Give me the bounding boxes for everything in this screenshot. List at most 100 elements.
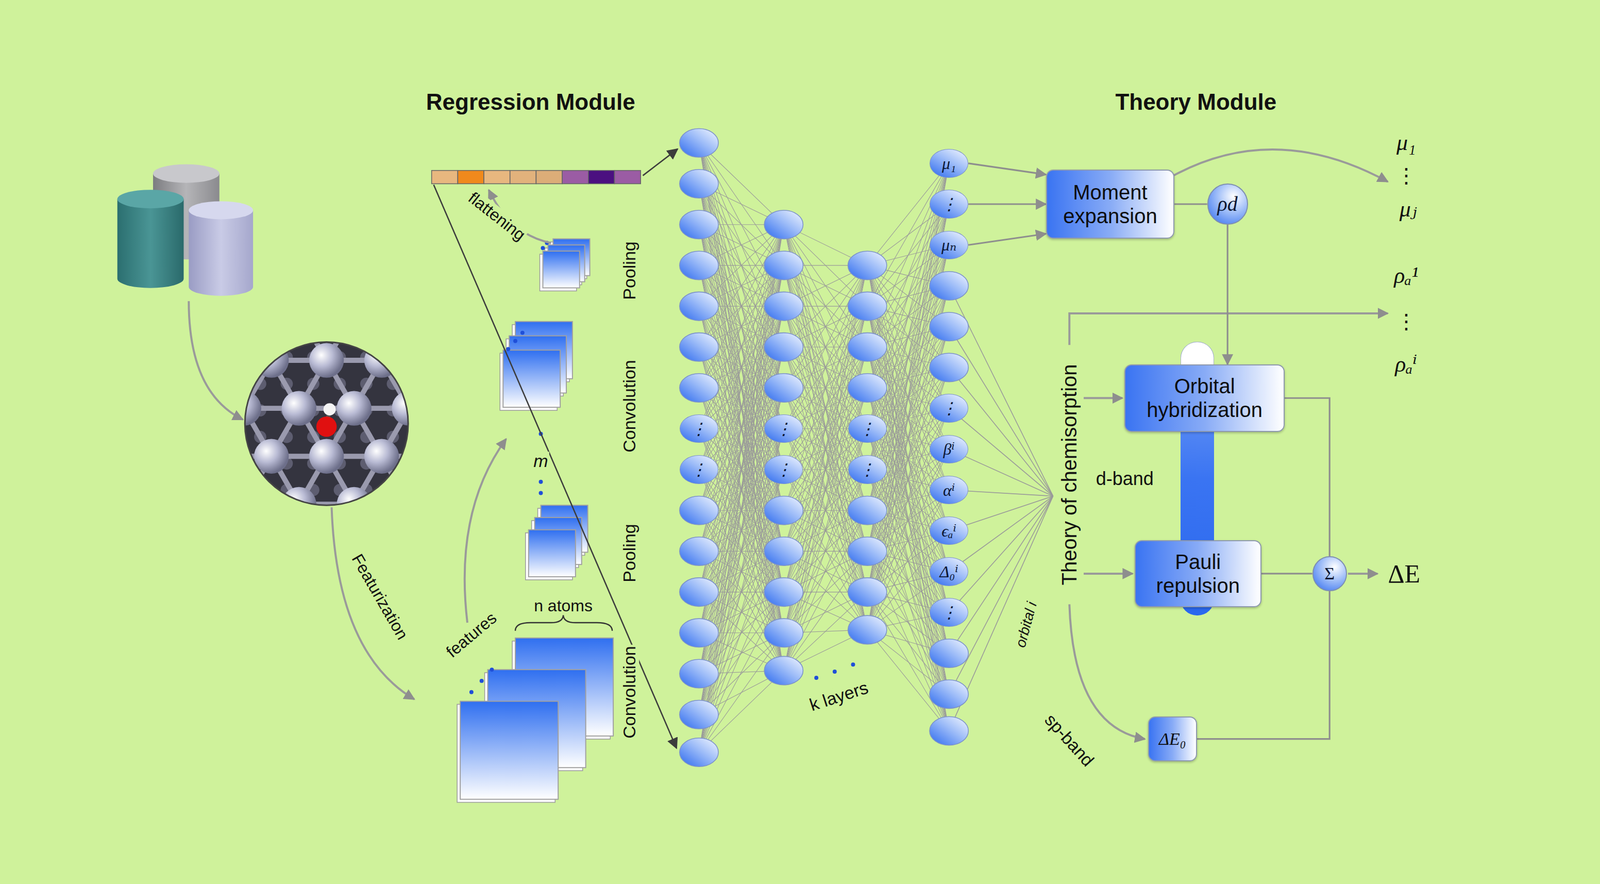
bond-stick [436, 264, 465, 313]
cylinder-body [117, 198, 184, 288]
subsurface-atom [227, 536, 241, 550]
surface-atom [116, 486, 151, 522]
node-text: ρd [1217, 193, 1238, 215]
output-ellipsis: ⋮ [1394, 164, 1418, 188]
bond-stick [409, 501, 465, 507]
bond-stick [133, 360, 161, 409]
node-text: ⋮ [859, 461, 876, 478]
subsurface-atom [386, 536, 400, 550]
subsurface-atom [439, 483, 452, 497]
connector [1226, 224, 1229, 365]
weight-line [783, 306, 868, 671]
neuron [764, 495, 803, 525]
node-text: ϵₐⁱ [941, 522, 957, 540]
node-text: αⁱ [942, 481, 955, 499]
ellipsis-dot [539, 479, 544, 484]
bond-stick [436, 360, 465, 409]
bond-stick [409, 312, 437, 361]
output-symbol: ρₐⁱ [1393, 351, 1419, 377]
bond-stick [436, 549, 493, 555]
bond-stick [133, 309, 189, 315]
subsurface-atom [386, 510, 400, 523]
node-text: ⋮ [940, 603, 958, 621]
cylinder-top [117, 189, 184, 209]
bond-stick [161, 264, 189, 313]
subsurface-atom [333, 324, 347, 338]
surface-atom [171, 486, 207, 522]
bond-stick [354, 501, 410, 507]
neuron [764, 577, 803, 606]
neuron [848, 332, 887, 362]
connector [1174, 203, 1207, 205]
surface-atom [364, 246, 399, 282]
surface-atom [391, 294, 427, 330]
bond-stick [354, 264, 382, 313]
feature-map [542, 250, 580, 288]
feature-map-stack [525, 504, 588, 580]
ellipsis-dot [851, 662, 856, 667]
neuron [764, 536, 803, 566]
input-arrow [643, 148, 678, 176]
bond-stick [271, 549, 327, 555]
subsurface-atom [386, 350, 400, 364]
bond-stick [216, 261, 272, 267]
node-text: βⁱ [942, 440, 955, 458]
bond-stick [243, 264, 272, 313]
bond-stick [436, 261, 493, 267]
bond-stick [243, 501, 299, 507]
bond-stick [381, 549, 437, 555]
surface-atom [419, 342, 454, 378]
process-box: Orbital hybridization [1124, 364, 1285, 432]
process-box: ΔE₀ [1148, 716, 1198, 762]
neuron [929, 638, 969, 668]
connector [1197, 591, 1330, 739]
bond-stick [188, 312, 216, 361]
flattened-vector [431, 170, 642, 184]
neuron [764, 210, 803, 239]
vector-cell [535, 170, 563, 184]
bond-stick [436, 503, 465, 552]
neuron-node: Δ₀ⁱ [929, 557, 969, 586]
neuron [764, 250, 803, 280]
bond-stick [188, 405, 244, 411]
subsurface-atom [254, 483, 267, 497]
vector-cell [588, 170, 615, 184]
subsurface-atom [439, 324, 452, 338]
node-text: ⋮ [859, 420, 876, 437]
neuron-node: αⁱ [929, 475, 969, 504]
bond-stick [216, 264, 244, 313]
neuron [848, 250, 887, 280]
subsurface-atom [413, 324, 426, 338]
subsurface-atom [254, 350, 267, 364]
ellipsis-dot [513, 338, 518, 343]
connector [968, 233, 1047, 245]
bond-stick [464, 312, 492, 361]
surface-atom [446, 486, 482, 522]
flow-arrow [1083, 572, 1133, 575]
node-text: d-band [1096, 467, 1154, 490]
process-box: Moment expansion [1046, 169, 1175, 240]
flow-arrow [188, 300, 243, 420]
feature-map [502, 349, 561, 408]
bond-stick [326, 503, 355, 552]
bond-stick [298, 309, 355, 315]
node-text: ΔE₀ [1158, 728, 1187, 749]
bond-stick [436, 312, 465, 361]
surface-atom [143, 534, 179, 570]
module-heading: Regression Module [425, 89, 637, 115]
output-symbol: μⱼ [1398, 196, 1419, 222]
neuron [764, 332, 803, 362]
flow-arrow [1083, 396, 1123, 399]
neuron [679, 618, 719, 647]
neuron-node: ⋮ [679, 455, 719, 484]
neuron [764, 618, 803, 647]
neuron [929, 312, 969, 341]
bond-stick [216, 549, 272, 555]
surface-atom [198, 439, 234, 474]
bond-stick [133, 456, 161, 504]
subsurface-atom [439, 510, 452, 523]
theory-label: Theory of chemisorption [1057, 362, 1081, 586]
surface-atom [198, 534, 234, 570]
output-symbol: ρₐ¹ [1392, 262, 1420, 288]
neuron [848, 615, 887, 644]
